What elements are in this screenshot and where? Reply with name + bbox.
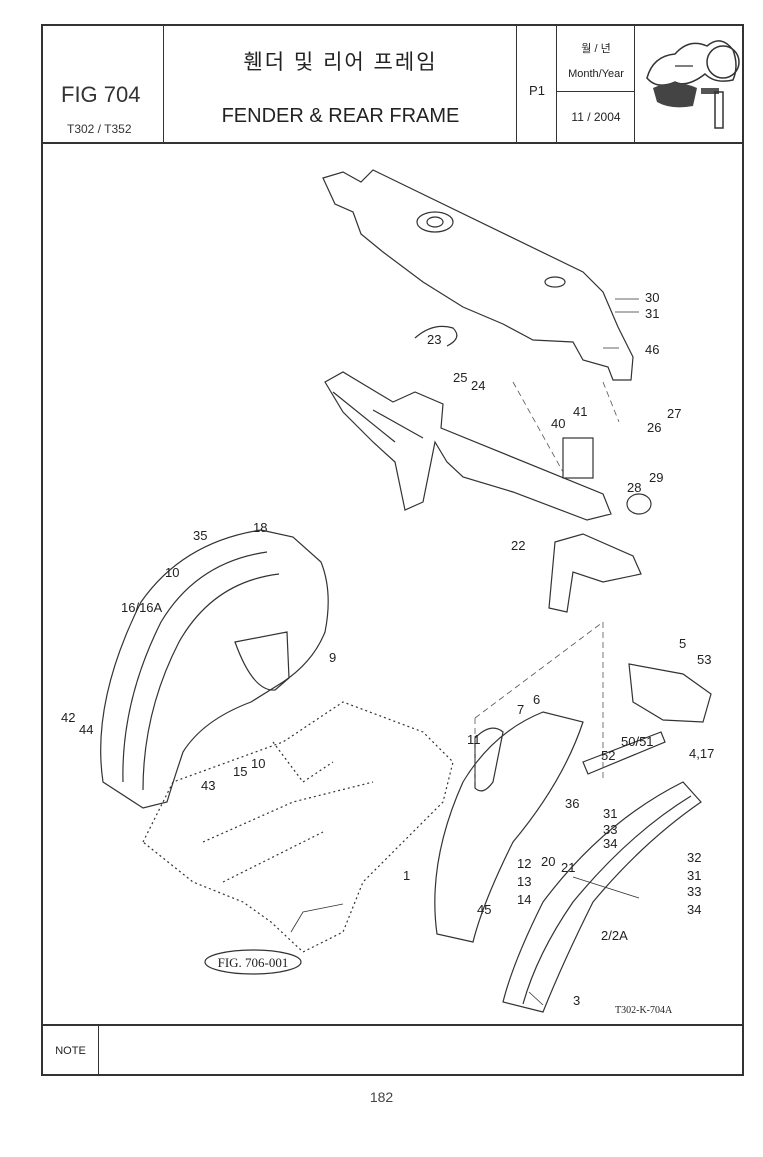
page-code: P1 bbox=[529, 83, 545, 98]
callout-10b: 10 bbox=[251, 756, 265, 771]
callout-22: 22 bbox=[511, 538, 525, 553]
callout-31b: 31 bbox=[603, 806, 617, 821]
month-year-divider bbox=[557, 91, 635, 92]
callout-41: 41 bbox=[573, 404, 587, 419]
callout-15: 15 bbox=[233, 764, 247, 779]
callout-53: 53 bbox=[697, 652, 711, 667]
callout-33a: 33 bbox=[603, 822, 617, 837]
exploded-view-drawing: 1 2/2A 3 4,17 5 6 7 9 10 10 11 12 13 14 … bbox=[43, 142, 742, 1024]
callout-13: 13 bbox=[517, 874, 531, 889]
callout-14: 14 bbox=[517, 892, 531, 907]
figure-reference: FIG. 706-001 bbox=[218, 955, 289, 970]
part-right-bracket bbox=[548, 533, 642, 613]
callout-32: 32 bbox=[687, 850, 701, 865]
revision-date: 11 / 2004 bbox=[571, 110, 621, 124]
callout-31c: 31 bbox=[687, 868, 701, 883]
callout-50-51: 50/51 bbox=[621, 734, 654, 749]
callout-7: 7 bbox=[517, 702, 524, 717]
callout-10a: 10 bbox=[165, 565, 179, 580]
callout-29: 29 bbox=[649, 470, 663, 485]
title-cell: 휀더 및 리어 프레임 FENDER & REAR FRAME bbox=[164, 26, 517, 142]
callout-33b: 33 bbox=[687, 884, 701, 899]
callout-12: 12 bbox=[517, 856, 531, 871]
title-english: FENDER & REAR FRAME bbox=[221, 105, 460, 127]
callout-52: 52 bbox=[601, 748, 615, 763]
callout-2: 2/2A bbox=[601, 928, 628, 943]
callout-28: 28 bbox=[627, 480, 641, 495]
title-korean: 휀더 및 리어 프레임 bbox=[243, 51, 438, 74]
callout-34b: 34 bbox=[687, 902, 701, 917]
callout-9: 9 bbox=[329, 650, 336, 665]
figure-ref-oval bbox=[204, 949, 302, 975]
page-code-cell: P1 bbox=[517, 26, 557, 142]
callout-16: 16/16A bbox=[121, 600, 163, 615]
page-number: 182 bbox=[369, 1089, 394, 1105]
callout-42: 42 bbox=[61, 710, 75, 725]
callout-6: 6 bbox=[533, 692, 540, 707]
model-number: T302 / T352 bbox=[67, 122, 132, 136]
note-row: NOTE bbox=[43, 1024, 742, 1076]
month-year-label: Month/Year bbox=[568, 68, 624, 80]
part-rear-cover bbox=[322, 169, 634, 381]
part-base-frame bbox=[142, 701, 454, 953]
figure-number: FIG 704 bbox=[61, 82, 141, 107]
month-year-cell: 월 / 년 Month/Year 11 / 2004 bbox=[557, 26, 635, 142]
note-label: NOTE bbox=[43, 1026, 99, 1076]
callout-3: 3 bbox=[573, 993, 580, 1008]
callout-30: 30 bbox=[645, 290, 659, 305]
fig-cell: FIG 704 T302 / T352 bbox=[43, 26, 164, 142]
callout-11: 11 bbox=[467, 732, 481, 747]
part-rear-frame bbox=[324, 371, 612, 521]
callout-1: 1 bbox=[403, 868, 410, 883]
callout-26: 26 bbox=[647, 420, 661, 435]
tractor-icon bbox=[646, 40, 740, 129]
callout-45: 45 bbox=[477, 902, 491, 917]
callout-27: 27 bbox=[667, 406, 681, 421]
callout-21: 21 bbox=[561, 860, 575, 875]
callout-31a: 31 bbox=[645, 306, 659, 321]
callout-34a: 34 bbox=[603, 836, 617, 851]
callout-5: 5 bbox=[679, 636, 686, 651]
callout-44: 44 bbox=[79, 722, 93, 737]
callout-40: 40 bbox=[551, 416, 565, 431]
month-year-korean: 월 / 년 bbox=[581, 43, 611, 55]
part-left-fender bbox=[100, 529, 329, 809]
title-block: FIG 704 T302 / T352 휀더 및 리어 프레임 FENDER &… bbox=[43, 26, 742, 144]
callout-18: 18 bbox=[253, 520, 267, 535]
exploded-parts-diagram: 1 2/2A 3 4,17 5 6 7 9 10 10 11 12 13 14 … bbox=[61, 169, 714, 1016]
callout-4-17: 4,17 bbox=[689, 746, 714, 761]
callout-36: 36 bbox=[565, 796, 579, 811]
callout-24: 24 bbox=[471, 378, 485, 393]
part-support-bracket bbox=[582, 731, 666, 775]
callout-20: 20 bbox=[541, 854, 555, 869]
callout-25: 25 bbox=[453, 370, 467, 385]
drawing-code: T302-K-704A bbox=[615, 1005, 673, 1016]
part-right-fender bbox=[434, 711, 584, 943]
callout-46: 46 bbox=[645, 342, 659, 357]
callout-35: 35 bbox=[193, 528, 207, 543]
tractor-icon-cell bbox=[635, 26, 742, 142]
callout-23: 23 bbox=[427, 332, 441, 347]
parts-catalog-sheet: FIG 704 T302 / T352 휀더 및 리어 프레임 FENDER &… bbox=[41, 24, 744, 1076]
callout-43: 43 bbox=[201, 778, 215, 793]
